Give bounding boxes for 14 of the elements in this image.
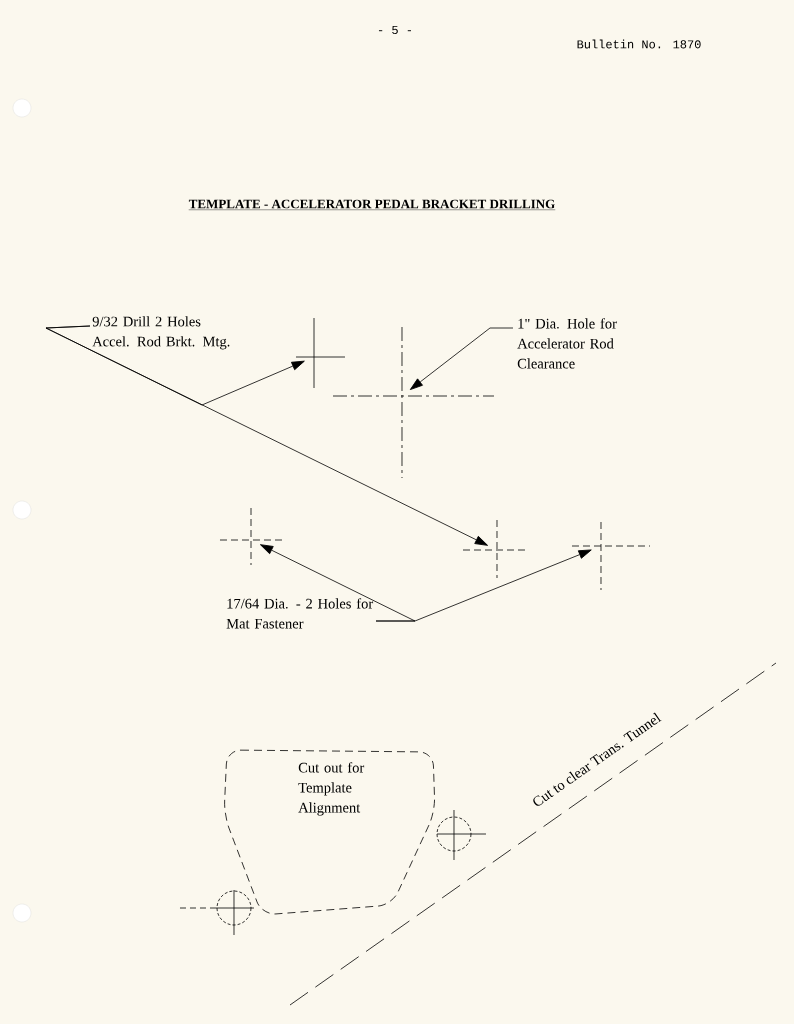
callout-text: 1" Dia. Hole for Accelerator Rod Clearance — [517, 318, 617, 369]
leader-line — [409, 327, 514, 390]
hole-crosshair — [332, 326, 495, 479]
hole-crosshair — [295, 317, 346, 389]
title: TEMPLATE - ACCELERATOR PEDAL BRACKET DRILLING — [188, 199, 556, 210]
callout-text: 17/64 Dia. - 2 Holes for Mat Fastener — [226, 598, 374, 629]
hole-crosshair — [571, 521, 651, 591]
bulletin-number: Bulletin No. 1870 — [577, 39, 701, 49]
callout-text: 9/32 Drill 2 Holes Accel. Rod Brkt. Mtg. — [92, 316, 230, 350]
leader-line — [260, 544, 416, 622]
leader-line — [45, 325, 305, 406]
cutout-outline: Cut out for Template Alignment — [224, 749, 435, 915]
leader-line — [375, 549, 592, 622]
page-number: - 5 - — [378, 26, 412, 34]
